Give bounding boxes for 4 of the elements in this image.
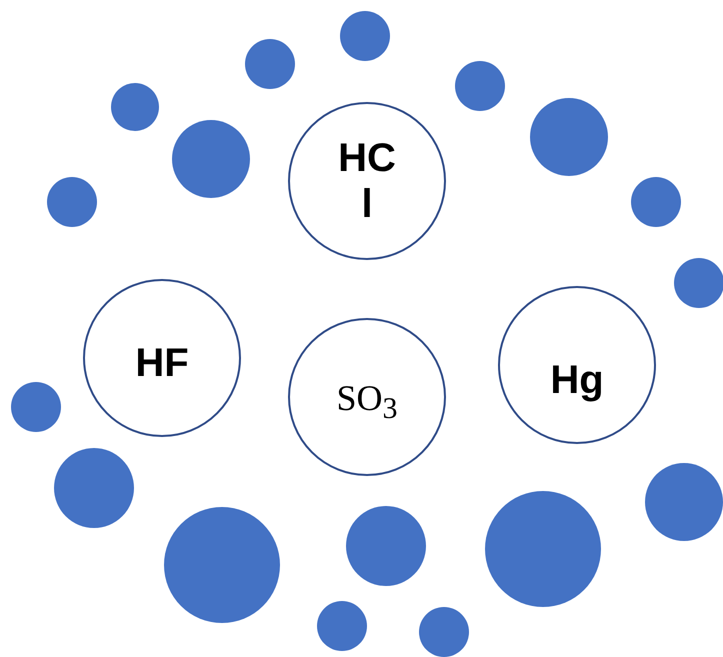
formula-label: HCl: [337, 135, 397, 227]
formula-label: Hg: [550, 357, 604, 403]
formula-label: SO$_{3}$: [336, 378, 398, 426]
formula-label: HF: [135, 340, 189, 386]
